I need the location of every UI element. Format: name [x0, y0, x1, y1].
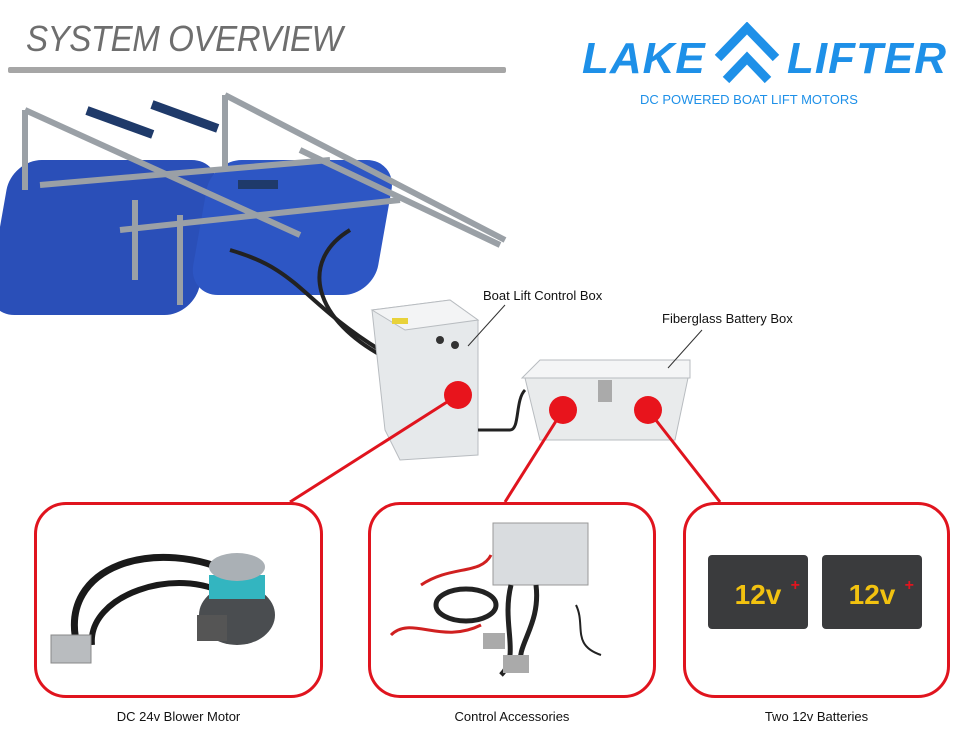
blower-motor-image — [50, 553, 275, 664]
title-underline — [8, 67, 506, 73]
battery-1-label: 12v — [734, 579, 782, 610]
logo-word-lake: LAKE — [582, 34, 706, 83]
plus-icon: + — [904, 577, 914, 594]
control-accessories-image — [389, 522, 602, 677]
caption-batteries: Two 12v Batteries — [764, 709, 869, 724]
connector-line-accessories — [503, 409, 565, 503]
lake-lifter-logo: LAKE LIFTER DC POWERED BOAT LIFT MOTORS — [582, 20, 947, 110]
connector-line-batteries — [646, 409, 722, 503]
battery-1: 12v + — [708, 555, 808, 629]
caption-blower-motor: DC 24v Blower Motor — [116, 709, 241, 724]
plus-icon: + — [790, 577, 800, 594]
panel-blower-motor — [34, 502, 323, 698]
chevron-up-logo-icon — [714, 22, 780, 84]
battery-box-image — [520, 359, 691, 441]
marker-dot-control-box — [444, 381, 472, 409]
connector-line-blower — [289, 393, 459, 504]
marker-dot-battery-right — [634, 396, 662, 424]
caption-control-accessories: Control Accessories — [454, 709, 570, 724]
logo-word-lifter: LIFTER — [787, 34, 947, 83]
panel-control-accessories — [368, 502, 656, 698]
panel-batteries: 12v + 12v + — [683, 502, 950, 698]
callout-battery-box: Fiberglass Battery Box — [662, 311, 793, 326]
logo-tagline: DC POWERED BOAT LIFT MOTORS — [640, 92, 858, 107]
battery-2-label: 12v — [848, 579, 896, 610]
control-box-image — [370, 299, 480, 461]
callout-control-box: Boat Lift Control Box — [483, 288, 603, 303]
page-title: SYSTEM OVERVIEW — [26, 18, 343, 59]
boat-lift-image — [0, 92, 507, 362]
marker-dot-battery-left — [549, 396, 577, 424]
battery-2: 12v + — [822, 555, 922, 629]
